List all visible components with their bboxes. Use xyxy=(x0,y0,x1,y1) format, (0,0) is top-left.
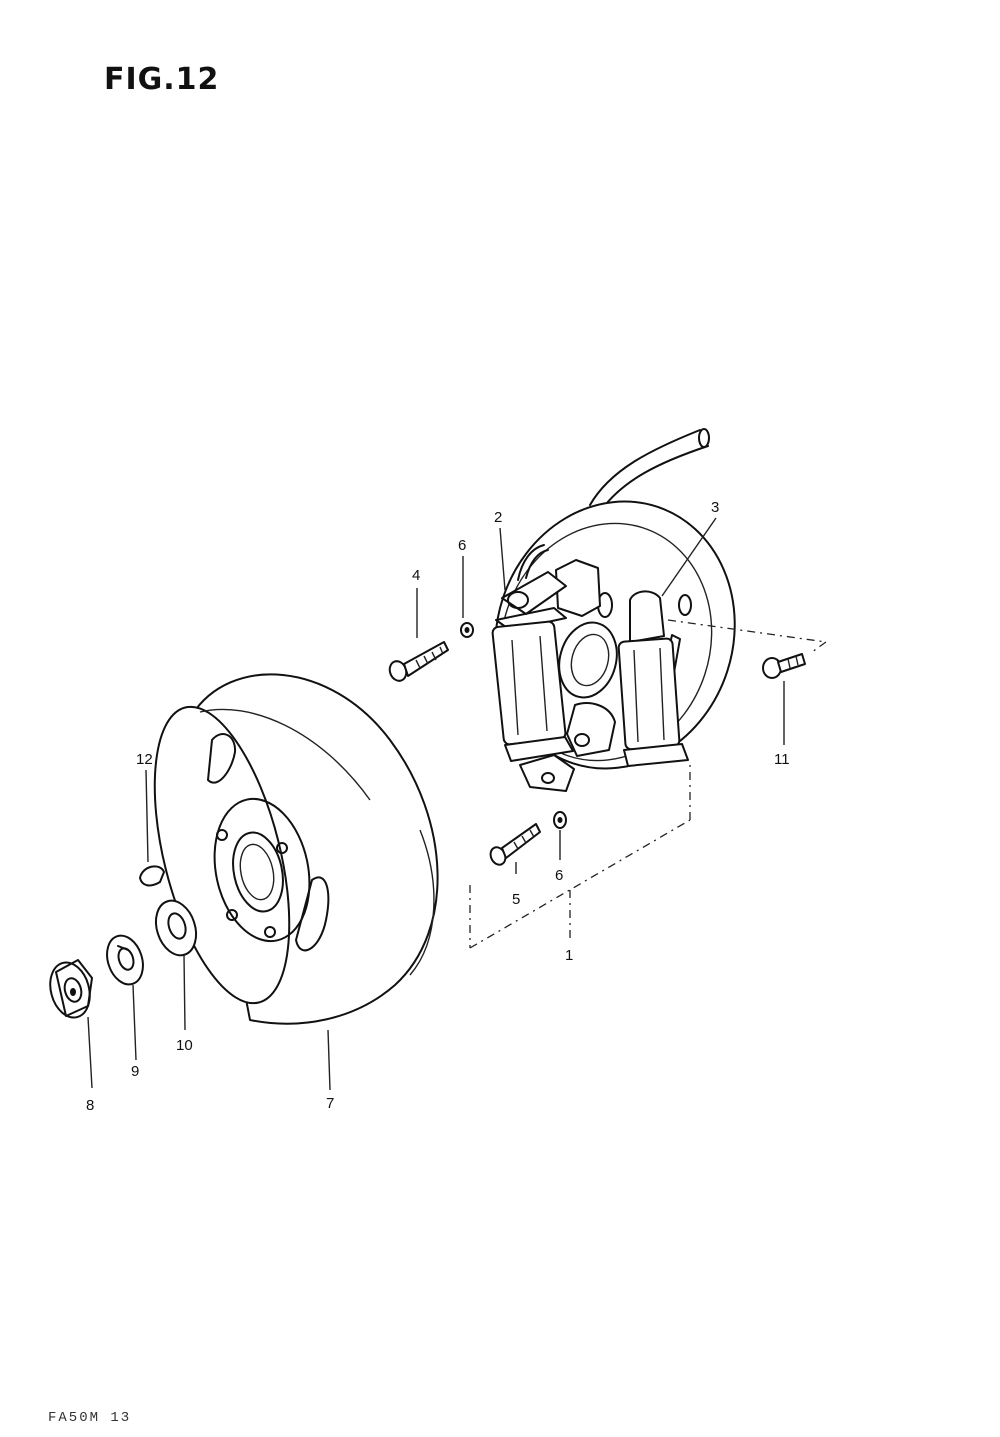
callout-11: 11 xyxy=(774,751,790,768)
drawing-code: FA50M 13 xyxy=(48,1410,132,1426)
callout-2: 2 xyxy=(494,509,502,526)
nut-8 xyxy=(49,959,93,1019)
callout-7: 7 xyxy=(326,1095,334,1112)
screw-5 xyxy=(489,823,541,866)
lock-washer-6-upper xyxy=(460,622,474,638)
key-12 xyxy=(139,865,165,887)
figure-title: FIG.12 xyxy=(104,62,220,97)
callout-6-lower: 6 xyxy=(555,867,563,884)
assembly-bracket-1 xyxy=(469,760,691,949)
callout-labels: 1 2 3 4 5 6 6 7 8 9 10 11 12 xyxy=(86,499,790,1114)
leader-lines xyxy=(87,517,785,1091)
lock-washer-6-lower xyxy=(553,811,567,829)
assembly-bracket-11 xyxy=(667,619,827,653)
coil-right xyxy=(617,590,689,767)
screw-4 xyxy=(388,641,449,682)
washer-10 xyxy=(154,899,198,957)
callout-9: 9 xyxy=(131,1063,139,1080)
callout-3: 3 xyxy=(711,499,719,516)
callout-4: 4 xyxy=(412,567,420,584)
rotor-flywheel xyxy=(153,673,439,1025)
callout-1: 1 xyxy=(565,947,573,964)
stator-plate-assembly xyxy=(491,428,736,792)
callout-12: 12 xyxy=(136,751,153,768)
lock-washer-9 xyxy=(106,934,144,986)
callout-8: 8 xyxy=(86,1097,94,1114)
callout-6-upper: 6 xyxy=(458,537,466,554)
coil-left xyxy=(491,544,575,792)
callout-5: 5 xyxy=(512,891,520,908)
screw-11 xyxy=(762,653,806,679)
callout-10: 10 xyxy=(176,1037,193,1054)
